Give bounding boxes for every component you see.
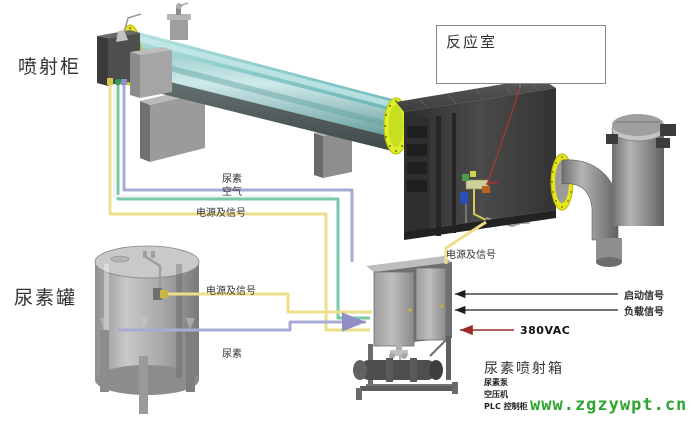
label-urea-injection-box: 尿素喷射箱 [484, 361, 564, 377]
label-reaction-chamber: 反应室 [446, 33, 498, 51]
label-pipe-urea-tank: 尿素 [222, 349, 242, 360]
urea-tank [94, 245, 200, 414]
cable-power-signal-top [108, 84, 370, 332]
cabinet-terminals [107, 78, 127, 86]
pipe-urea-top [122, 84, 354, 262]
label-pipe-urea-top: 尿素 [222, 174, 242, 185]
reaction-chamber-leader [486, 87, 521, 186]
duct-top-valve [167, 2, 191, 40]
label-injection-cabinet: 喷射柜 [18, 56, 82, 78]
pump-compressor-assembly [353, 339, 447, 382]
label-cable-power-signal-chamber: 电源及信号 [446, 250, 496, 261]
outlet-elbow-and-stack [550, 114, 676, 267]
label-signal-load: 负载信号 [624, 307, 664, 318]
label-box-content-pump: 尿素泵 [484, 378, 508, 387]
label-pipe-air-top: 空气 [222, 187, 242, 198]
watermark-url: www.zgzywpt.cn [530, 395, 688, 415]
label-box-content-plc: PLC 控制柜 [484, 402, 528, 411]
label-box-content-compressor: 空压机 [484, 390, 508, 399]
cable-power-signal-chamber [444, 220, 487, 264]
pipe-white-top [112, 84, 332, 198]
label-cable-power-signal-top: 电源及信号 [196, 208, 246, 219]
injection-cabinet-unit [97, 13, 172, 98]
label-cable-power-signal-tank: 电源及信号 [206, 286, 256, 297]
urea-injection-box [353, 256, 458, 400]
chamber-nozzle-assembly [460, 171, 530, 228]
reaction-chamber-unit [396, 78, 556, 240]
cable-power-signal-tank [160, 290, 372, 314]
pipe-urea-tank [118, 312, 366, 332]
label-signal-start: 启动信号 [624, 291, 664, 302]
callout-box-reaction-chamber: 反应室 [436, 25, 606, 84]
label-power-supply: 380VAC [520, 324, 571, 337]
label-urea-tank: 尿素罐 [14, 287, 78, 309]
